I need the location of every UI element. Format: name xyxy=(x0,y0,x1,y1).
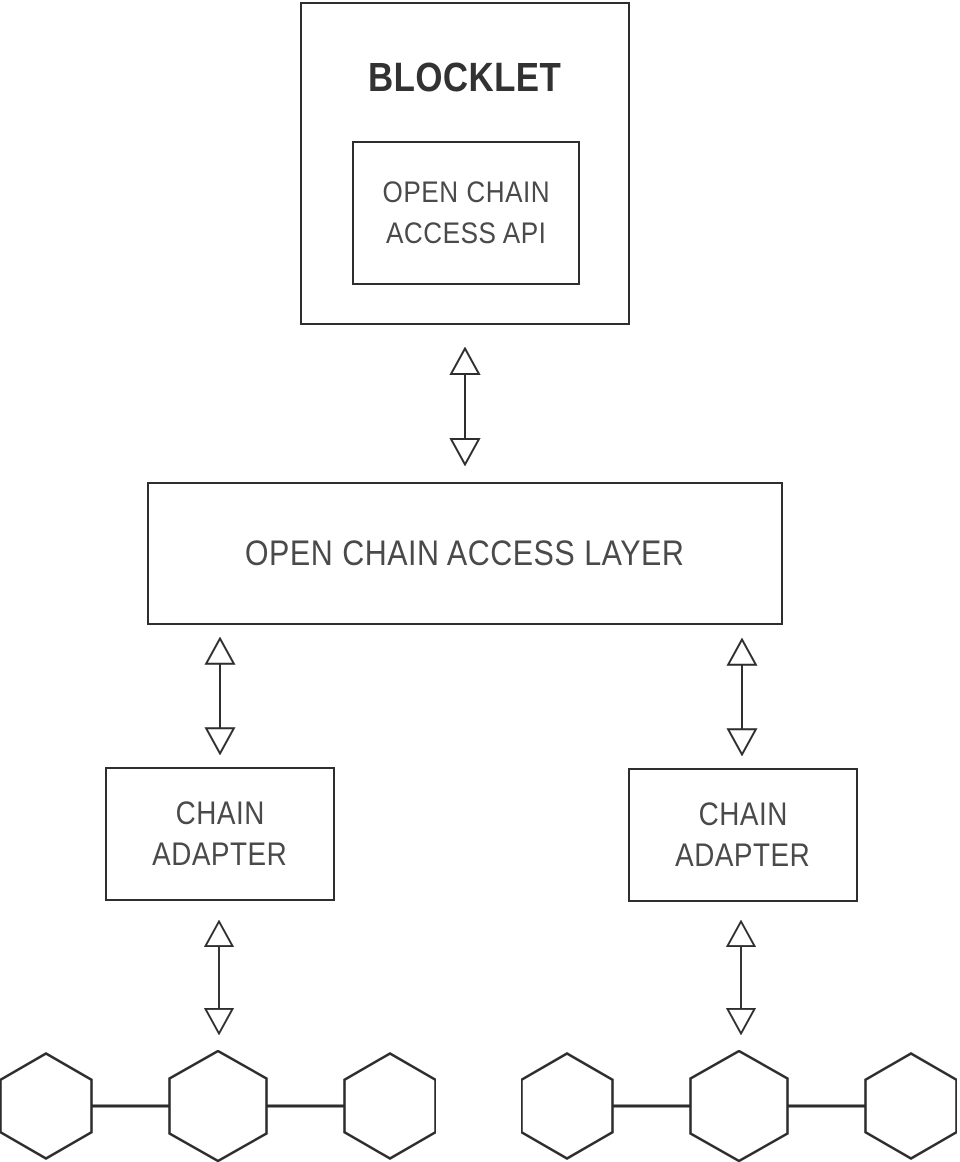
arrow-down-head xyxy=(726,728,758,756)
arrow-up-head xyxy=(726,638,758,666)
chain-adapter-right-line2: ADAPTER xyxy=(675,837,811,873)
double-headed-arrow-icon xyxy=(726,638,758,756)
api-box-label: OPEN CHAIN ACCESS API xyxy=(370,172,563,254)
block-hexagon-icon xyxy=(521,1052,614,1160)
block-hexagon-icon xyxy=(0,1052,93,1160)
chain-adapter-box-right: CHAIN ADAPTER xyxy=(628,768,858,902)
blockchain-chain-right xyxy=(521,1050,957,1162)
open-chain-access-api-box: OPEN CHAIN ACCESS API xyxy=(352,141,580,285)
double-headed-arrow-icon xyxy=(204,637,236,755)
arrow-up-head xyxy=(203,920,235,948)
chain-adapter-left-line1: CHAIN xyxy=(175,795,265,831)
arrow-down-head xyxy=(203,1007,235,1035)
chain-adapter-box-left: CHAIN ADAPTER xyxy=(105,767,335,901)
chain-adapter-left-line2: ADAPTER xyxy=(152,836,288,872)
arrow-up-head xyxy=(725,920,757,948)
blocklet-box: BLOCKLET OPEN CHAIN ACCESS API xyxy=(300,2,630,325)
arrow-down-head xyxy=(725,1007,757,1035)
access-layer-label: OPEN CHAIN ACCESS LAYER xyxy=(245,533,685,573)
api-box-label-line2: ACCESS API xyxy=(385,217,547,250)
blocklet-title: BLOCKLET xyxy=(302,54,628,101)
open-chain-access-layer-box: OPEN CHAIN ACCESS LAYER xyxy=(147,482,783,625)
blocklet-title-text: BLOCKLET xyxy=(368,54,562,100)
double-headed-arrow-icon xyxy=(203,920,235,1035)
block-hexagon-icon xyxy=(689,1050,789,1162)
block-hexagon-icon xyxy=(864,1052,957,1160)
api-box-label-line1: OPEN CHAIN xyxy=(382,176,550,209)
double-headed-arrow-icon xyxy=(449,347,481,466)
block-hexagon-icon xyxy=(168,1050,268,1162)
arrow-down-head xyxy=(204,727,236,755)
arrow-down-head xyxy=(449,438,481,466)
blockchain-chain-left xyxy=(0,1050,436,1162)
chain-adapter-left-label: CHAIN ADAPTER xyxy=(142,793,297,875)
double-headed-arrow-icon xyxy=(725,920,757,1035)
arrow-up-head xyxy=(204,637,236,665)
chain-adapter-right-label: CHAIN ADAPTER xyxy=(665,794,820,876)
block-hexagon-icon xyxy=(343,1052,436,1160)
arrow-up-head xyxy=(449,347,481,375)
chain-adapter-right-line1: CHAIN xyxy=(698,796,788,832)
